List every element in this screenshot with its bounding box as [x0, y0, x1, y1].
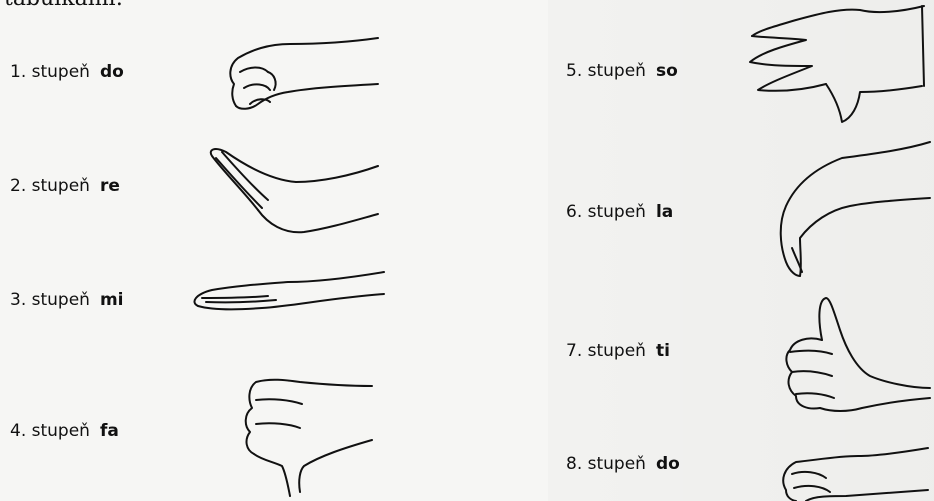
hand-sign-so-icon: [750, 6, 924, 122]
hand-sign-do-icon: [230, 38, 378, 109]
hand-sign-do-upper-icon: [783, 448, 928, 501]
hand-sign-mi-icon: [194, 272, 384, 309]
hand-sign-la-icon: [781, 142, 930, 276]
hand-sign-re-icon: [211, 149, 378, 232]
hand-sign-fa-icon: [246, 380, 372, 496]
hand-sign-ti-icon: [786, 298, 930, 411]
